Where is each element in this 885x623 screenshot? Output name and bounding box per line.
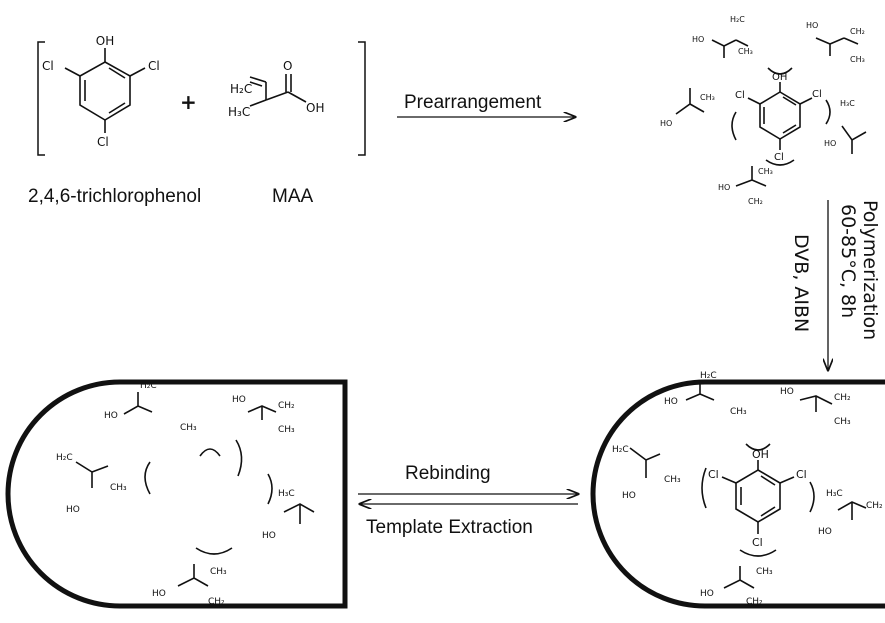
- atom-ch3: CH₃: [278, 425, 295, 435]
- mip-cavity-polymer: [5, 379, 348, 609]
- atom-cl: Cl: [796, 468, 807, 481]
- atom-ho: HO: [232, 395, 246, 405]
- atom-h2c: H₂C: [230, 82, 252, 96]
- polymerization-label: Polymerization: [859, 200, 881, 341]
- atom-cl: Cl: [42, 59, 54, 73]
- atom-oh: OH: [752, 448, 769, 461]
- atom-ho: HO: [152, 589, 166, 599]
- atom-ch2: CH₂: [746, 597, 763, 607]
- atom-ho: HO: [66, 505, 80, 515]
- atom-ch3: CH₃: [850, 55, 865, 64]
- reactant-brackets: [37, 41, 366, 156]
- atom-h3c: H₃C: [826, 489, 843, 499]
- atom-ch3: CH₃: [756, 567, 773, 577]
- atom-ch3: CH₃: [664, 475, 681, 485]
- atom-cl: Cl: [708, 468, 719, 481]
- atom-ch3: CH₃: [834, 417, 851, 427]
- atom-ch2: CH₂: [208, 597, 225, 607]
- prearranged-complex: OH Cl Cl Cl H₂C HO CH₃ HO CH₂ CH₃ HO CH₃…: [660, 15, 867, 206]
- atom-ch3: CH₃: [738, 47, 753, 56]
- atom-h3c: H₃C: [840, 99, 855, 108]
- atom-h2c: H₂C: [56, 453, 73, 463]
- atom-cl: Cl: [97, 135, 109, 149]
- atom-ch2: CH₂: [850, 27, 865, 36]
- maa-structure: [249, 74, 307, 107]
- prearrangement-label: Prearrangement: [404, 92, 542, 113]
- empty-cavity-groups: [75, 392, 315, 587]
- atom-ho: HO: [700, 589, 714, 599]
- atom-cl: Cl: [735, 90, 745, 101]
- conditions-label: 60-85°C, 8h: [837, 204, 859, 319]
- atom-ho: HO: [622, 491, 636, 501]
- atom-ch3: CH₃: [210, 567, 227, 577]
- atom-oh: OH: [306, 101, 324, 115]
- atom-ch3: CH₃: [758, 167, 773, 176]
- atom-h3c: H₃C: [278, 489, 295, 499]
- atom-cl: Cl: [148, 59, 160, 73]
- atom-oh: OH: [96, 34, 114, 48]
- atom-ch3: CH₃: [700, 93, 715, 102]
- atom-cl: Cl: [752, 536, 763, 549]
- atom-ho: HO: [262, 531, 276, 541]
- atom-h3c: H₃C: [228, 105, 250, 119]
- atom-ho: HO: [692, 35, 704, 44]
- atom-ho: HO: [104, 411, 118, 421]
- atom-h2c: H₂C: [700, 371, 717, 381]
- atom-ho: HO: [718, 183, 730, 192]
- reagents-label: DVB, AIBN: [790, 234, 812, 333]
- atom-ho: HO: [818, 527, 832, 537]
- atom-ho: HO: [660, 119, 672, 128]
- trichlorophenol-structure: [64, 48, 146, 133]
- atom-ho: HO: [780, 387, 794, 397]
- atom-ch2: CH₂: [748, 197, 763, 206]
- atom-h2c: H₂C: [612, 445, 629, 455]
- template-name-label: 2,4,6-trichlorophenol: [28, 186, 202, 207]
- atom-ch2: CH₂: [866, 501, 883, 511]
- atom-ch2: CH₂: [278, 401, 295, 411]
- monomer-name-label: MAA: [272, 186, 314, 207]
- atom-oh: OH: [772, 72, 787, 83]
- atom-ch3: CH₃: [110, 483, 127, 493]
- atom-ch2: CH₂: [834, 393, 851, 403]
- plus-sign: +: [180, 90, 197, 114]
- atom-h2c: H₂C: [730, 15, 745, 24]
- atom-h2c: H₂C: [140, 381, 157, 391]
- bound-template-structure: [629, 382, 867, 589]
- atom-ho: HO: [824, 139, 836, 148]
- extraction-label: Template Extraction: [366, 517, 533, 538]
- atom-ch3: CH₃: [730, 407, 747, 417]
- atom-ho: HO: [664, 397, 678, 407]
- atom-ho: HO: [806, 21, 818, 30]
- mip-template-polymer: [590, 379, 885, 609]
- atom-ch3: CH₃: [180, 423, 197, 433]
- atom-cl: Cl: [812, 89, 822, 100]
- rebinding-label: Rebinding: [405, 463, 491, 484]
- atom-cl: Cl: [774, 152, 784, 163]
- atom-o: O: [283, 59, 292, 73]
